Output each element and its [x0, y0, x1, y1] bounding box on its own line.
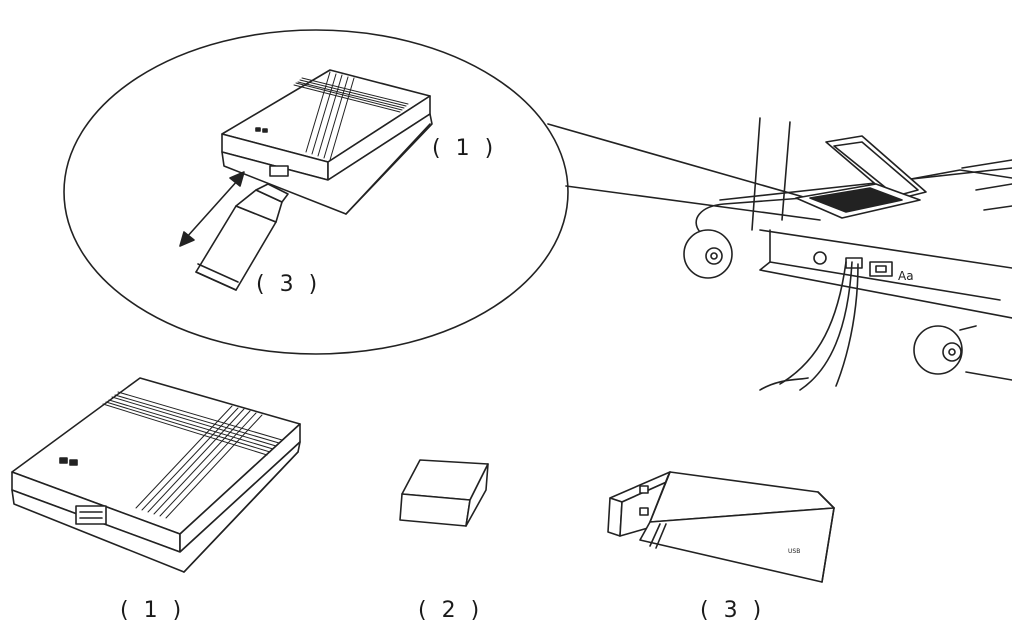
- zoom-module-illustration: [221, 69, 433, 215]
- zoom-usb-illustration: [195, 183, 289, 291]
- insert-arrow: [179, 171, 245, 247]
- label-item-2: ( 2 ): [418, 598, 484, 623]
- label-item-1: ( 1 ): [120, 598, 186, 623]
- callout-line-top: [547, 123, 843, 209]
- svg-text:Aa: Aa: [898, 269, 914, 283]
- cap-2-illustration: [399, 459, 489, 527]
- usb-3-illustration: [607, 471, 835, 583]
- label-zoom-usb: ( 3 ): [256, 272, 322, 297]
- wheel-right: [913, 325, 963, 375]
- label-item-3: ( 3 ): [700, 598, 766, 623]
- wheel-left: [683, 229, 733, 279]
- callout-line-bottom: [565, 185, 821, 221]
- usb-marking: USB: [788, 548, 801, 555]
- zoom-ellipse: [63, 29, 569, 355]
- module-1-illustration: [11, 377, 301, 573]
- machine-illustration: Aa: [683, 117, 1012, 391]
- label-zoom-module: ( 1 ): [432, 136, 498, 161]
- zoom-callout: [63, 29, 843, 355]
